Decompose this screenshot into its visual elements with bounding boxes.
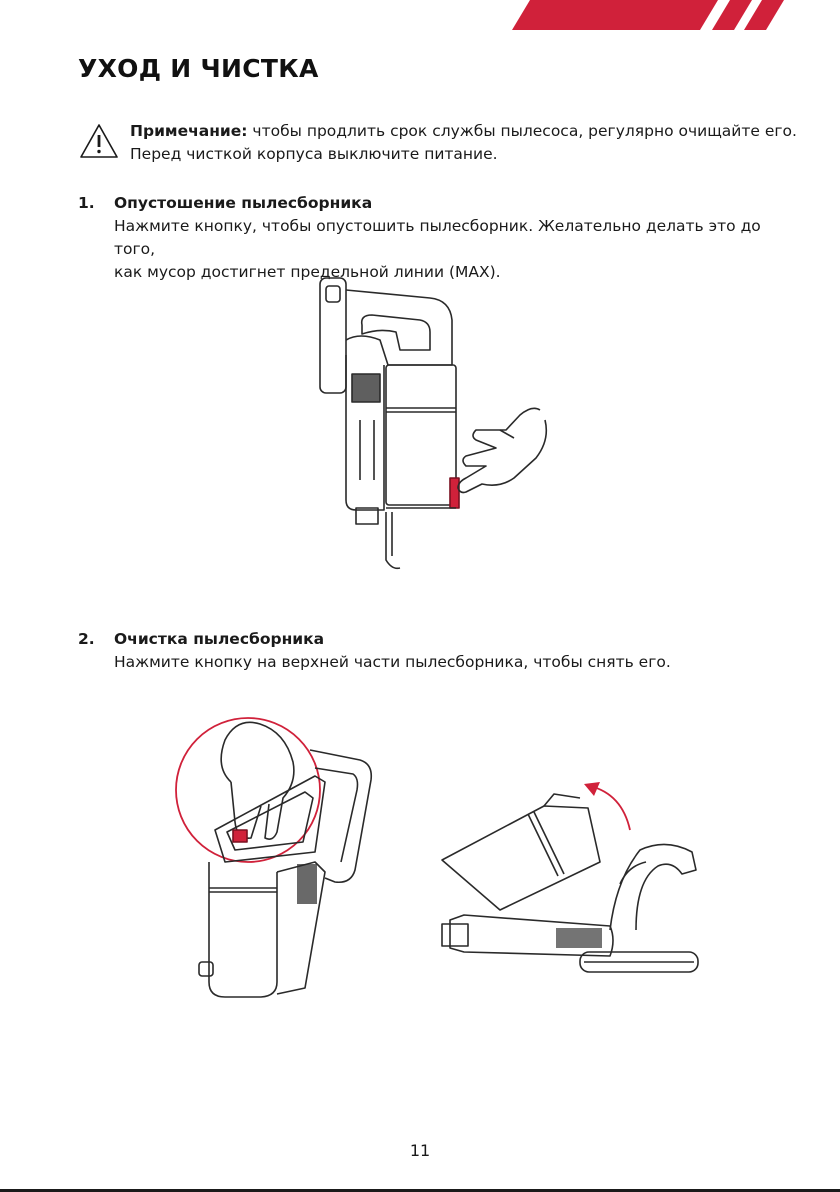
step-text-line2: как мусор достигнет предельной линии (MA… [114, 263, 501, 281]
warning-icon [80, 124, 118, 158]
step-text-line1: Нажмите кнопку, чтобы опустошить пылесбо… [114, 217, 761, 258]
note-block: Примечание: чтобы продлить срок службы п… [130, 120, 810, 166]
step-heading: Опустошение пылесборника [114, 194, 373, 212]
page-title: УХОД И ЧИСТКА [78, 54, 319, 83]
dustbin-release-illustration [175, 717, 373, 998]
note-text-line1: чтобы продлить срок службы пылесоса, рег… [247, 122, 797, 140]
step-text-line1: Нажмите кнопку на верхней части пылесбор… [114, 653, 671, 671]
step-number: 2. [78, 630, 95, 648]
step-number: 1. [78, 194, 95, 212]
page-bottom-rule [0, 1189, 840, 1192]
step-heading: Очистка пылесборника [114, 630, 325, 648]
note-label: Примечание: [130, 122, 248, 140]
page-number: 11 [409, 1141, 431, 1160]
dustbin-removed-illustration [441, 782, 699, 973]
note-text-line2: Перед чисткой корпуса выключите питание. [130, 145, 498, 163]
empty-dustbin-illustration [319, 277, 548, 570]
header-accent-stripes [512, 0, 784, 30]
